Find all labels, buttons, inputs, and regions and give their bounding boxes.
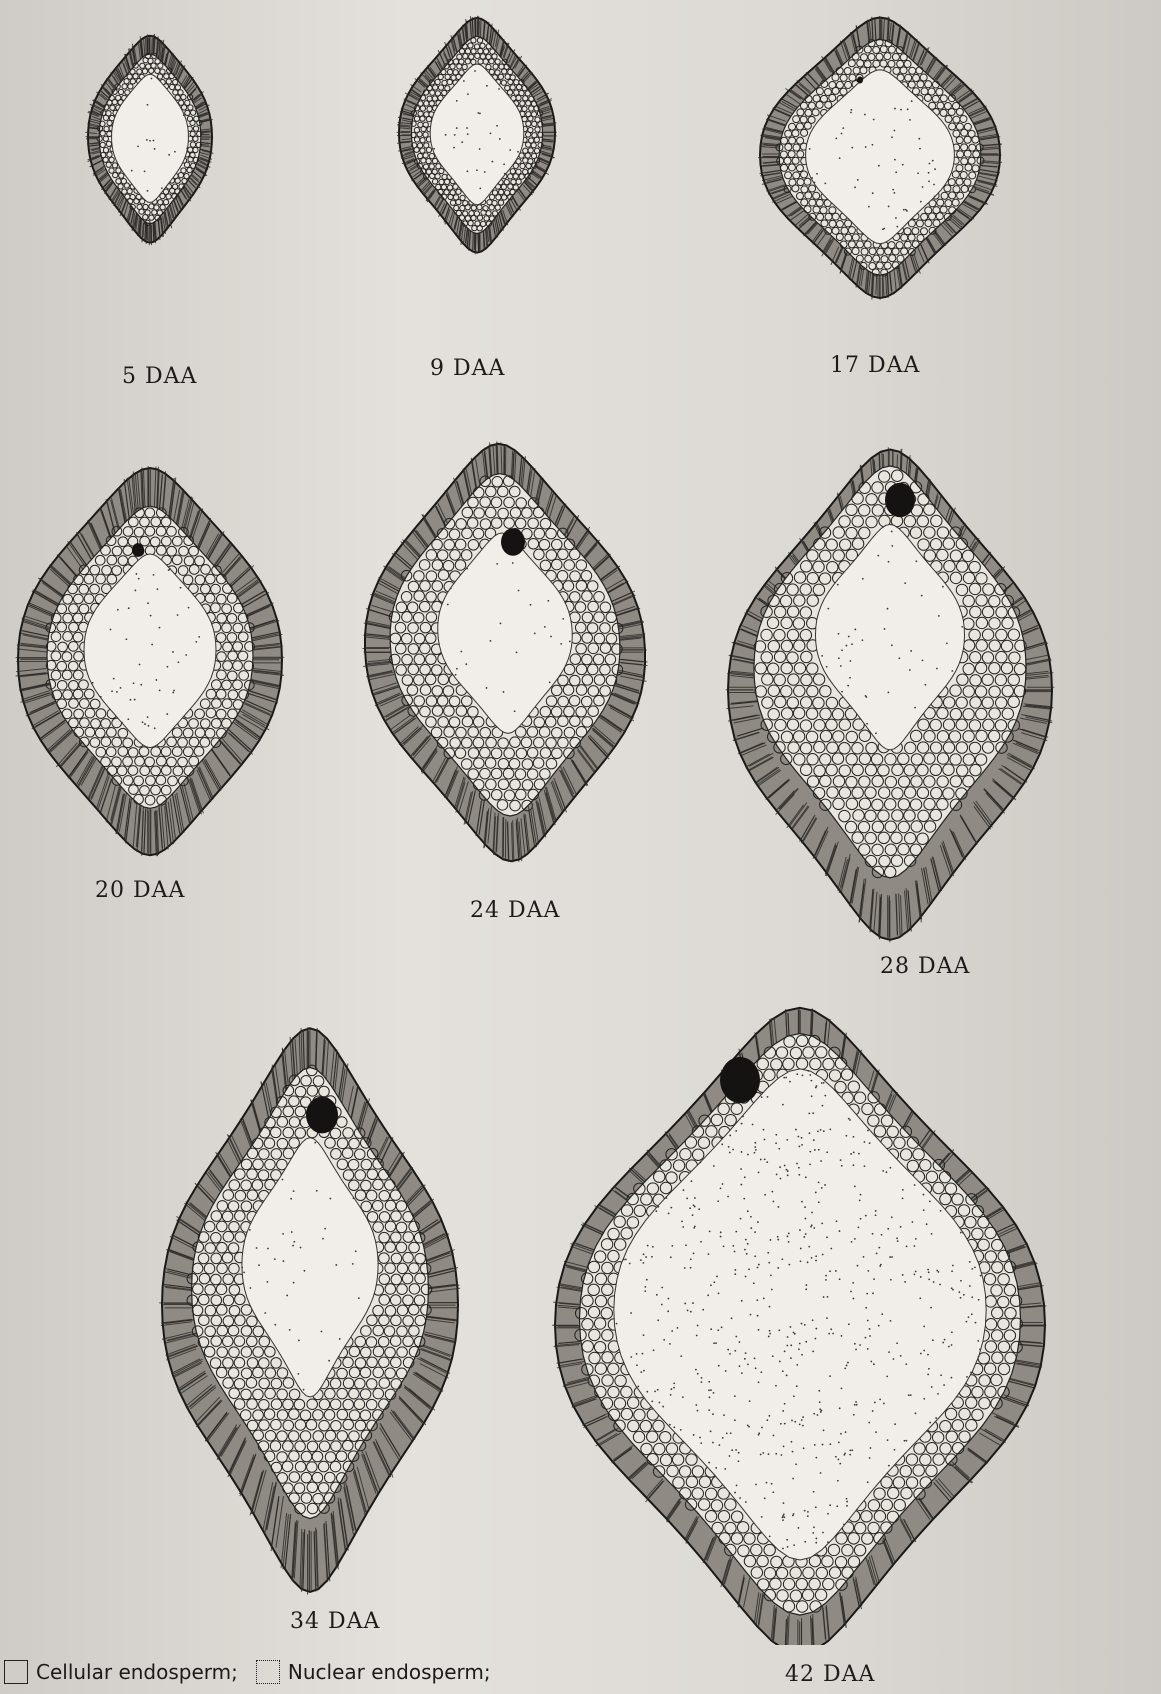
embryo xyxy=(501,528,525,556)
legend: Cellular endosperm; Nuclear endosperm; xyxy=(4,1660,491,1684)
embryo xyxy=(306,1097,338,1134)
seed-section-5daa xyxy=(80,25,220,250)
embryo xyxy=(857,77,863,84)
stage-label-9daa: 9 DAA xyxy=(430,356,505,381)
stage-label-17daa: 17 DAA xyxy=(830,353,920,378)
stage-label-42daa: 42 DAA xyxy=(785,1662,875,1687)
stage-label-34daa: 34 DAA xyxy=(290,1609,380,1634)
stage-label-20daa: 20 DAA xyxy=(95,878,185,903)
legend-cellular-label: Cellular endosperm; xyxy=(36,1660,238,1684)
seed-section-9daa xyxy=(390,15,565,260)
seed-section-34daa xyxy=(155,1025,465,1600)
nuclear-endosperm-swatch xyxy=(256,1660,280,1684)
seed-section-20daa xyxy=(10,445,290,870)
embryo xyxy=(132,543,144,557)
embryo xyxy=(720,1057,760,1103)
embryo xyxy=(885,483,915,518)
stage-label-5daa: 5 DAA xyxy=(122,364,197,389)
stage-label-28daa: 28 DAA xyxy=(880,954,970,979)
legend-nuclear-label: Nuclear endosperm; xyxy=(288,1660,491,1684)
seed-section-42daa xyxy=(545,1005,1055,1645)
seed-section-17daa xyxy=(750,5,1010,305)
seed-section-28daa xyxy=(720,435,1060,945)
seed-section-24daa xyxy=(355,425,655,875)
cellular-endosperm-swatch xyxy=(4,1660,28,1684)
stage-label-24daa: 24 DAA xyxy=(470,898,560,923)
